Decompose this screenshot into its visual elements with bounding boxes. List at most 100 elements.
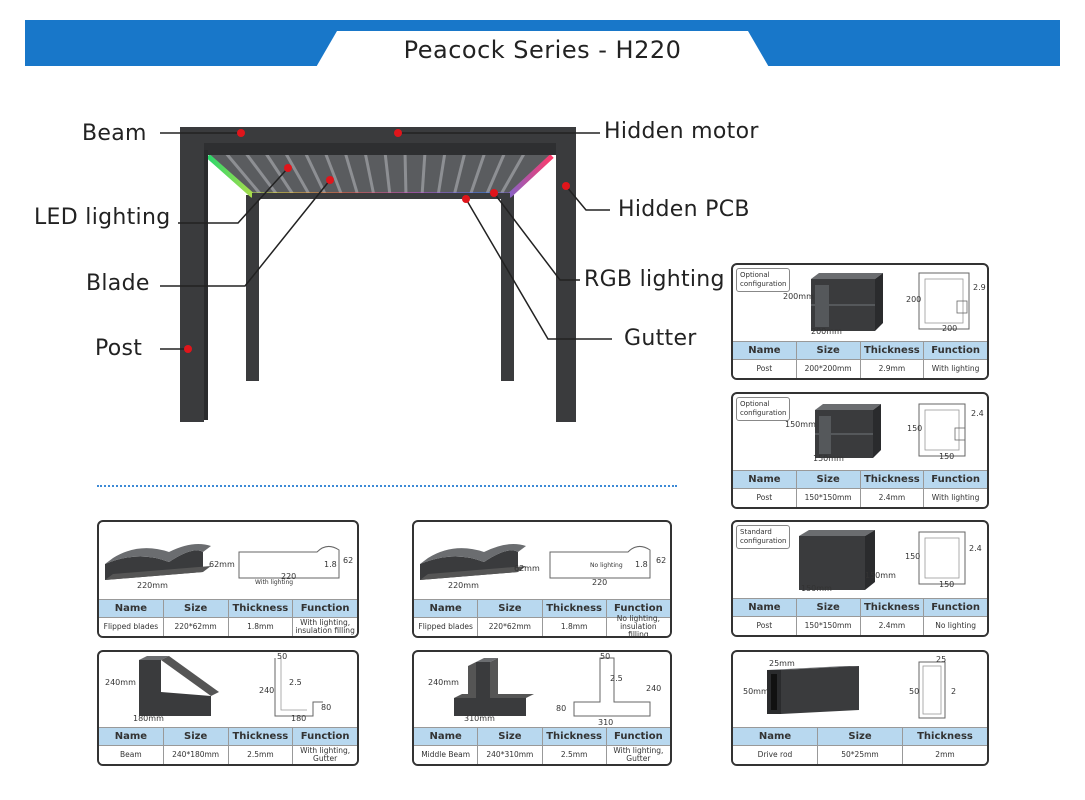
dim-height: 240mm [105,678,136,687]
label-post: Post [95,336,143,361]
roof-underside [205,150,555,198]
dim-thickness: 2.9 [973,283,986,292]
col-size: Size [164,600,229,617]
flipped-blade-unlit-card: 62mm 220mm No lighting 220 62 1.8 Name S… [412,520,672,638]
dim-thickness: 2.4 [971,409,984,418]
cell-name: Post [733,617,797,635]
cell-name: Beam [99,746,164,764]
cell-size: 220*62mm [478,618,543,636]
col-thickness: Thickness [917,731,973,742]
cell-thickness: 1.8mm [229,618,294,636]
dim-width: 220mm [137,581,168,590]
col-thickness: Thickness [229,728,294,745]
drive-rod-card: 25mm 50mm 25 50 2 Name Size Thickness Dr… [731,650,989,766]
dim-width: 310mm [464,714,495,723]
col-name: Name [99,600,164,617]
cell-function: With lighting, insulation filling [295,618,355,635]
cell-thickness: 2.4mm [861,617,925,635]
col-thickness: Thickness [861,342,925,359]
cell-name: Flipped blades [99,618,164,636]
dim-width: 150mm [813,454,844,463]
col-size: Size [818,728,903,745]
dim-width: 220mm [448,581,479,590]
dim-bottom: 200 [942,324,958,333]
dim-height: 240mm [428,678,459,687]
col-function: Function [614,603,663,614]
label-beam: Beam [82,121,147,146]
cell-name: Drive rod [733,746,818,764]
cell-thickness: 2.5mm [229,746,294,764]
cell-thickness: 1.8mm [543,618,607,636]
cell-name: Post [733,489,797,507]
cell-name: Flipped blades [414,618,479,636]
dim-width: 25mm [769,659,795,668]
col-thickness: Thickness [861,471,925,488]
col-size: Size [797,342,861,359]
col-size: Size [164,728,229,745]
col-name: Name [414,728,479,745]
dim-thickness: 2.5 [289,678,302,687]
cell-size: 240*180mm [164,746,229,764]
dim-note: No lighting [590,562,623,569]
dim-width: 180mm [133,714,164,723]
dim-thickness: 1.8 [324,560,337,569]
col-thickness: Thickness [543,728,607,745]
dim-right: 80 [321,703,332,712]
label-rgb-lighting: RGB lighting [584,267,725,292]
dim-thickness: 2 [951,687,957,696]
cell-size: 240*310mm [478,746,543,764]
cell-name: Middle Beam [414,746,479,764]
col-size: Size [797,471,861,488]
dim-left: 80 [556,704,567,713]
cell-function: With lighting [931,493,980,502]
page-title: Peacock Series - H220 [403,36,682,64]
dim-top: 50 [600,652,611,661]
dim-top: 50 [277,652,288,661]
dotted-divider [97,485,677,487]
col-name: Name [733,599,797,616]
dim-width: 150mm [801,584,832,593]
dim-side: 150 [905,552,921,561]
beam-card: 240mm 180mm 50 240 2.5 180 80 Name Size … [97,650,359,766]
col-name: Name [733,342,797,359]
cell-function: No lighting [935,621,977,630]
label-gutter: Gutter [624,326,697,351]
dim-height: 200mm [783,292,814,301]
col-name: Name [414,600,479,617]
dim-thickness: 2.4 [969,544,982,553]
col-name: Name [733,728,818,745]
dim-bottom: 150 [939,452,955,461]
col-function: Function [931,474,980,485]
top-beam [180,127,576,143]
dim-side: 62 [343,556,354,565]
header-tab [315,31,770,69]
cell-size: 220*62mm [164,618,229,636]
col-function: Function [300,603,350,614]
dim-note: With lighting [255,579,294,586]
label-hidden-pcb: Hidden PCB [618,197,750,222]
front-right-post [556,127,576,422]
dim-side: 240 [646,684,662,693]
cell-name: Post [733,360,797,378]
dim-thickness: 1.8 [635,560,648,569]
dim-side: 240 [259,686,275,695]
dim-bottom: 180 [291,714,307,723]
flipped-blade-lit-card: 62mm 220mm With lighting 220 62 1.8 Name… [97,520,359,638]
dim-width: 200mm [811,327,842,336]
cell-function: With lighting, Gutter [613,746,664,763]
col-function: Function [931,602,980,613]
dim-bottom: 150 [939,580,955,589]
col-name: Name [733,471,797,488]
front-beam [252,193,510,199]
label-hidden-motor: Hidden motor [604,119,759,144]
col-function: Function [614,731,663,742]
back-left-post [246,195,259,381]
dim-thickness: 2.5 [610,674,623,683]
col-function: Function [931,345,980,356]
cell-thickness: 2.5mm [543,746,607,764]
dim-height: 150mm [785,420,816,429]
back-right-post [501,195,514,381]
dim-height: 150mm [865,571,896,580]
pergola-illustration [160,127,612,422]
dim-bottom: 220 [281,572,297,581]
